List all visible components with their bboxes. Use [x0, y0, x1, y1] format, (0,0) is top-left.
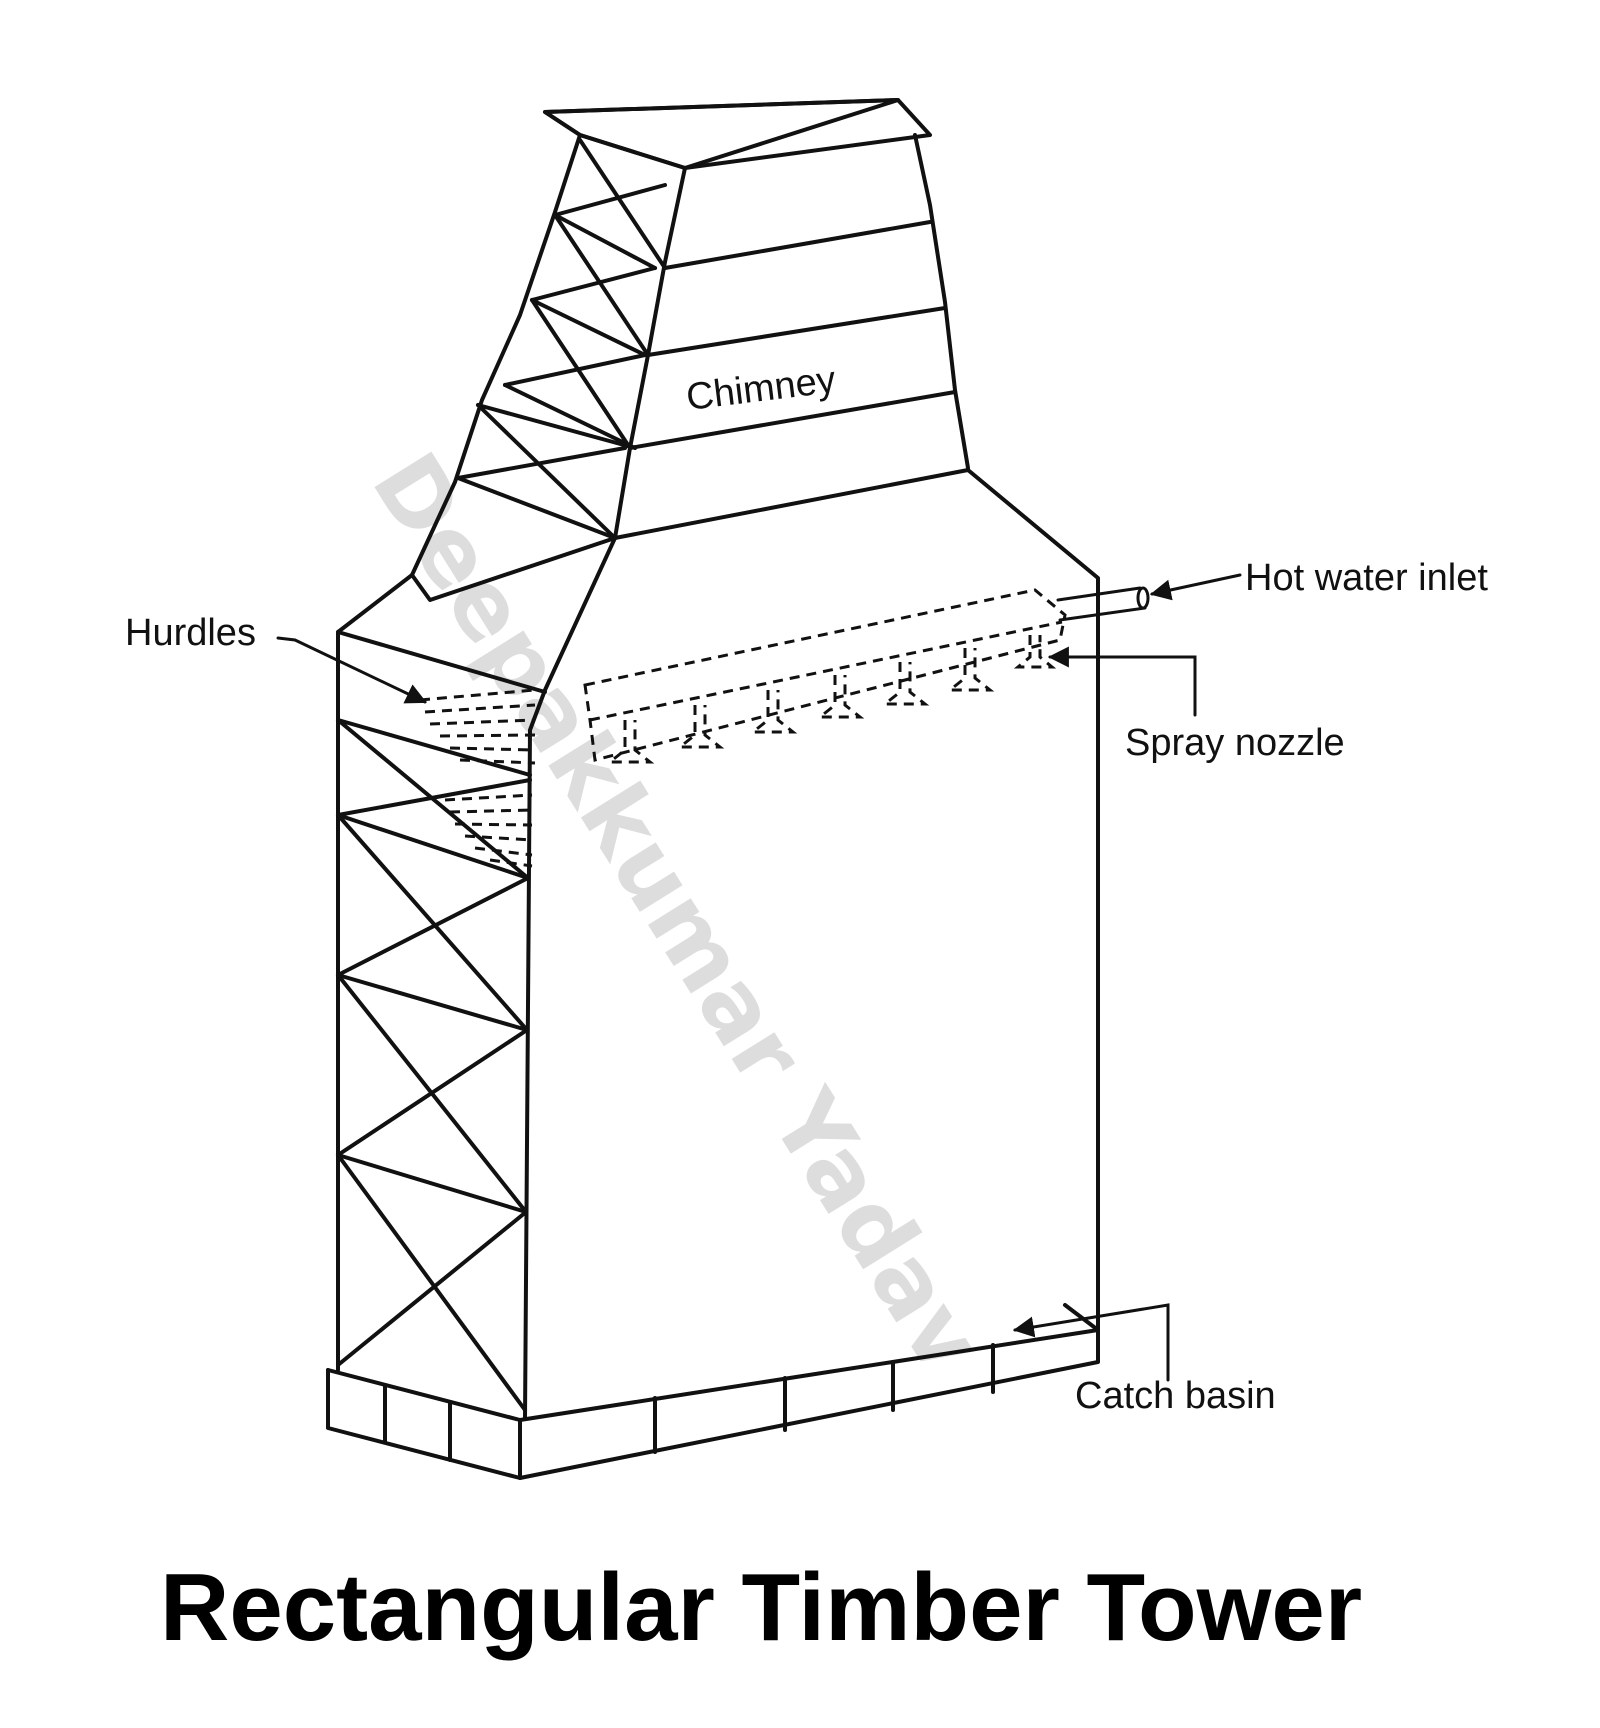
hurdles-fill: [419, 688, 536, 868]
watermark: Deepakkumar Yadav: [351, 435, 1004, 1391]
side-frame-bracing: [336, 718, 532, 1412]
tower-body: [326, 468, 1100, 1480]
label-chimney-group: Chimney: [684, 359, 838, 419]
chimney: [410, 98, 970, 602]
label-chimney: Chimney: [684, 359, 838, 419]
diagram-title: Rectangular Timber Tower: [160, 1554, 1362, 1661]
spray-header: [583, 586, 1150, 762]
label-spray-nozzle: Spray nozzle: [1125, 722, 1345, 764]
label-hot-water-inlet-group: Hot water inlet: [1149, 557, 1488, 601]
label-hurdles: Hurdles: [125, 612, 256, 654]
label-catch-basin: Catch basin: [1075, 1375, 1276, 1417]
label-spray-nozzle-group: Spray nozzle: [1047, 646, 1345, 764]
label-hurdles-group: Hurdles: [125, 612, 427, 704]
spray-nozzles: [605, 635, 1057, 764]
label-hot-water-inlet: Hot water inlet: [1245, 557, 1488, 599]
label-catch-basin-group: Catch basin: [1012, 1303, 1276, 1417]
